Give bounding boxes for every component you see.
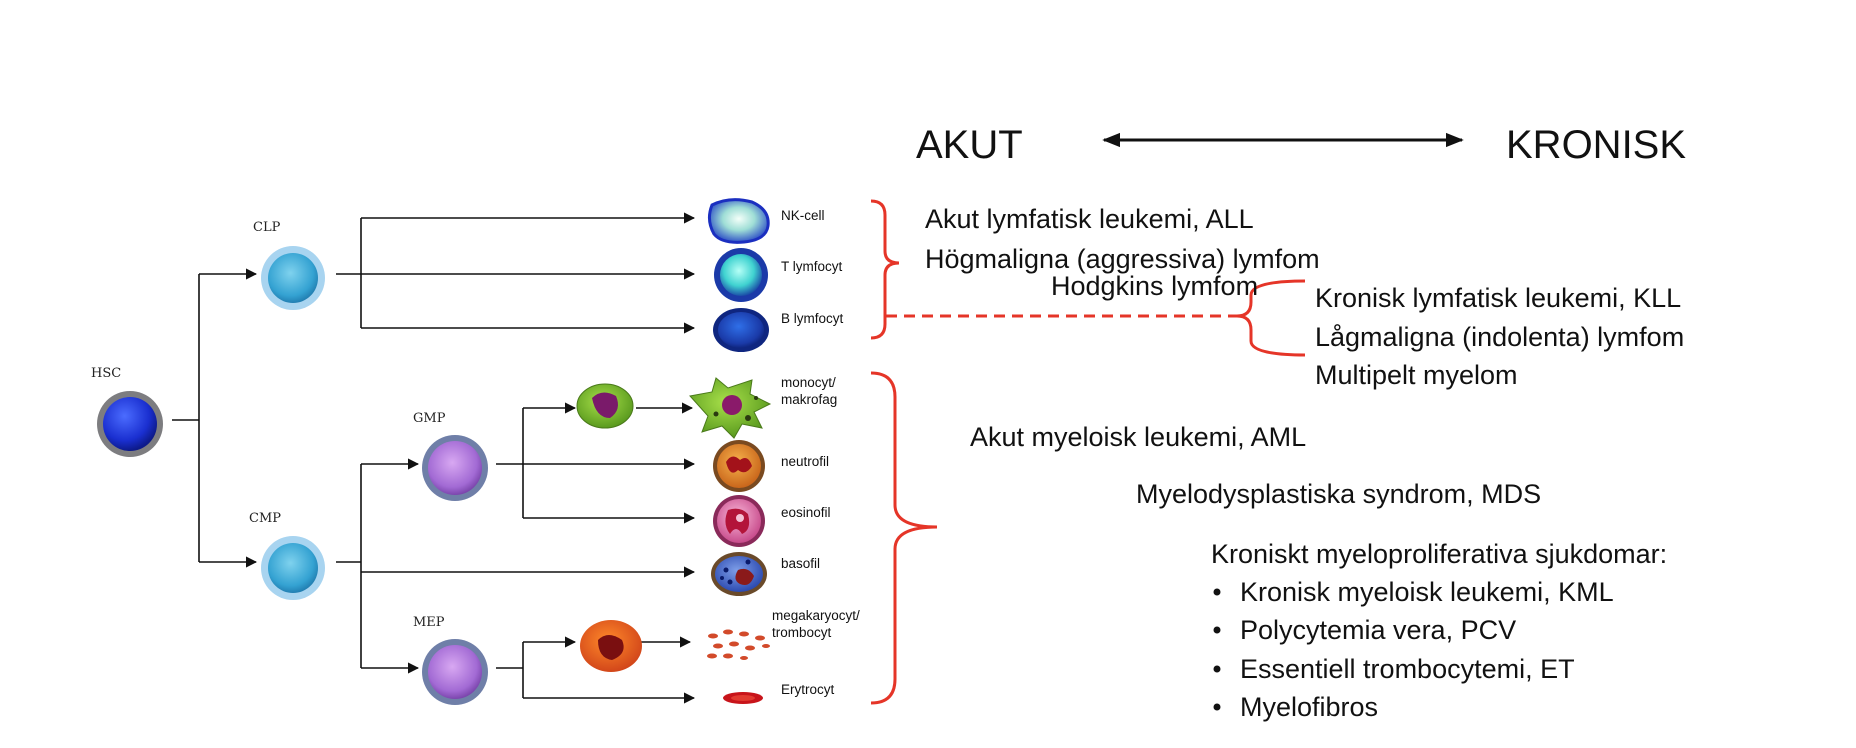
b-lymphocyte-icon (713, 308, 769, 352)
mpn-item-mf: Myelofibros (1240, 692, 1378, 722)
monocyte-label-line2: makrofag (781, 392, 837, 407)
bullet-icon (1213, 703, 1221, 711)
mpn-item-kml: Kronisk myeloisk leukemi, KML (1240, 577, 1614, 607)
megakaryoblast-cell-icon (580, 620, 642, 672)
lymphoid-bracket (870, 199, 900, 340)
erythrocyte-label: Erytrocyt (781, 682, 835, 697)
chronic-heading: KRONISK (1506, 123, 1686, 167)
mpn-item-et: Essentiell trombocytemi, ET (1240, 654, 1575, 684)
aml-text: Akut myeloisk leukemi, AML (970, 422, 1306, 452)
nk-cell-label: NK-cell (781, 208, 825, 223)
b-lymphocyte-label: B lymfocyt (781, 311, 844, 326)
erythrocyte-icon (723, 692, 763, 704)
mpn-list: Kronisk myeloisk leukemi, KML Polycytemi… (1213, 577, 1614, 722)
megakaryocyte-label-line1: megakaryocyt/ (772, 608, 860, 623)
bullet-icon (1213, 665, 1221, 673)
chronic-lymphoid-bracket (1236, 279, 1306, 357)
lineage-connectors (172, 212, 696, 704)
acute-heading: AKUT (916, 123, 1023, 167)
cmp-label: CMP (249, 511, 281, 526)
mep-label: MEP (413, 615, 445, 630)
hsc-label: HSC (91, 366, 121, 381)
t-lymphocyte-label: T lymfocyt (781, 259, 843, 274)
platelets-icon (707, 629, 770, 660)
gmp-label: GMP (413, 411, 446, 426)
neutrophil-label: neutrofil (781, 454, 829, 469)
basophil-label: basofil (781, 556, 820, 571)
mds-text: Myelodysplastiska syndrom, MDS (1136, 479, 1541, 509)
clp-cell-icon (261, 246, 325, 310)
bullet-icon (1213, 588, 1221, 596)
clp-label: CLP (253, 220, 281, 235)
macrophage-cell-icon (689, 377, 772, 439)
nk-cell-icon (707, 198, 770, 244)
myeloma-text: Multipelt myelom (1315, 360, 1518, 390)
mep-cell-icon (422, 639, 488, 705)
lg-lymphoma-text: Lågmaligna (indolenta) lymfom (1315, 322, 1684, 352)
all-text: Akut lymfatisk leukemi, ALL (925, 204, 1254, 234)
bullet-icon (1213, 626, 1221, 634)
mpn-item-pcv: Polycytemia vera, PCV (1240, 615, 1516, 645)
mpn-title-text: Kroniskt myeloproliferativa sjukdomar: (1211, 539, 1667, 569)
cmp-cell-icon (261, 536, 325, 600)
monocyte-label-line1: monocyt/ (781, 375, 836, 390)
megakaryocyte-label-line2: trombocyt (772, 625, 832, 640)
monoblast-cell-icon (576, 383, 634, 429)
gmp-cell-icon (422, 435, 488, 501)
eosinophil-label: eosinofil (781, 505, 831, 520)
t-lymphocyte-icon (714, 248, 768, 302)
kll-text: Kronisk lymfatisk leukemi, KLL (1315, 283, 1681, 313)
basophil-icon (711, 552, 767, 596)
eosinophil-icon (713, 495, 765, 547)
neutrophil-icon (713, 440, 765, 492)
myeloid-bracket (870, 371, 938, 705)
hsc-cell-icon (97, 391, 163, 457)
hodgkin-text: Hodgkins lymfom (1051, 271, 1258, 301)
hg-lymphoma-text: Högmaligna (aggressiva) lymfom (925, 244, 1320, 274)
